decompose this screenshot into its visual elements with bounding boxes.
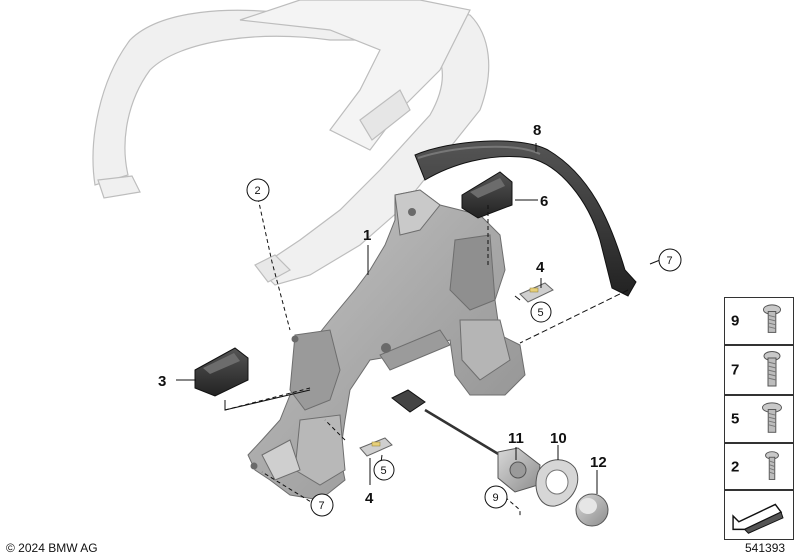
carrier-frame-part-1 <box>247 189 526 501</box>
callout-1: 1 <box>363 227 371 244</box>
callout-7-lower-circle <box>310 493 334 517</box>
direction-arrow-box <box>724 490 794 540</box>
sensor-cable-part-11 <box>391 389 541 493</box>
callout-5-upper: 5 <box>538 307 544 319</box>
callout-10: 10 <box>550 430 567 447</box>
direction-arrow-icon <box>732 503 784 534</box>
callout-2: 2 <box>255 185 261 197</box>
torx-screw-long-icon <box>763 351 781 387</box>
callout-2-circle <box>246 178 270 202</box>
fastener-box-7-label: 7 <box>731 361 740 379</box>
diagram-id: 541393 <box>745 541 786 555</box>
callout-5-lower-circle <box>373 459 395 481</box>
callout-labels: 1 2 3 4 5 6 7 8 7 5 4 11 10 12 9 <box>158 122 682 517</box>
fastener-box-2: 2 <box>724 443 794 490</box>
callout-4-upper: 4 <box>536 259 545 276</box>
clip-part-4-upper <box>519 282 554 303</box>
fastener-box-7: 7 <box>724 345 794 395</box>
callout-7-upper-circle <box>658 248 682 272</box>
callout-5-lower: 5 <box>381 465 387 477</box>
gasket-part-10 <box>535 459 579 507</box>
torx-screw-short-icon <box>762 304 782 333</box>
callout-9: 9 <box>493 492 499 504</box>
ghost-rail-background <box>92 0 490 286</box>
callout-7-lower: 7 <box>319 500 325 512</box>
fastener-box-2-label: 2 <box>731 458 740 475</box>
callout-6: 6 <box>540 193 548 210</box>
rubber-pad-part-6 <box>461 171 513 219</box>
copyright-notice: © 2024 BMW AG <box>6 541 98 555</box>
callout-3: 3 <box>158 373 166 390</box>
callout-8: 8 <box>533 122 541 139</box>
callout-7-upper: 7 <box>667 255 673 267</box>
fastener-box-5: 5 <box>724 395 794 443</box>
cover-cap-part-12 <box>575 493 609 527</box>
clip-part-4-lower <box>359 437 393 457</box>
callout-4-lower: 4 <box>365 490 374 507</box>
callout-12: 12 <box>590 454 607 471</box>
grab-handle-part-8 <box>414 140 637 297</box>
rubber-pad-part-3 <box>194 347 249 397</box>
flange-screw-icon <box>762 402 782 433</box>
callout-5-upper-circle <box>530 301 552 323</box>
fastener-box-5-label: 5 <box>731 410 740 428</box>
fastener-box-9: 9 <box>724 297 794 345</box>
fastener-box-9-label: 9 <box>731 312 740 330</box>
callout-9-circle <box>484 485 508 509</box>
callout-11: 11 <box>508 430 524 447</box>
pan-screw-icon <box>765 451 779 480</box>
